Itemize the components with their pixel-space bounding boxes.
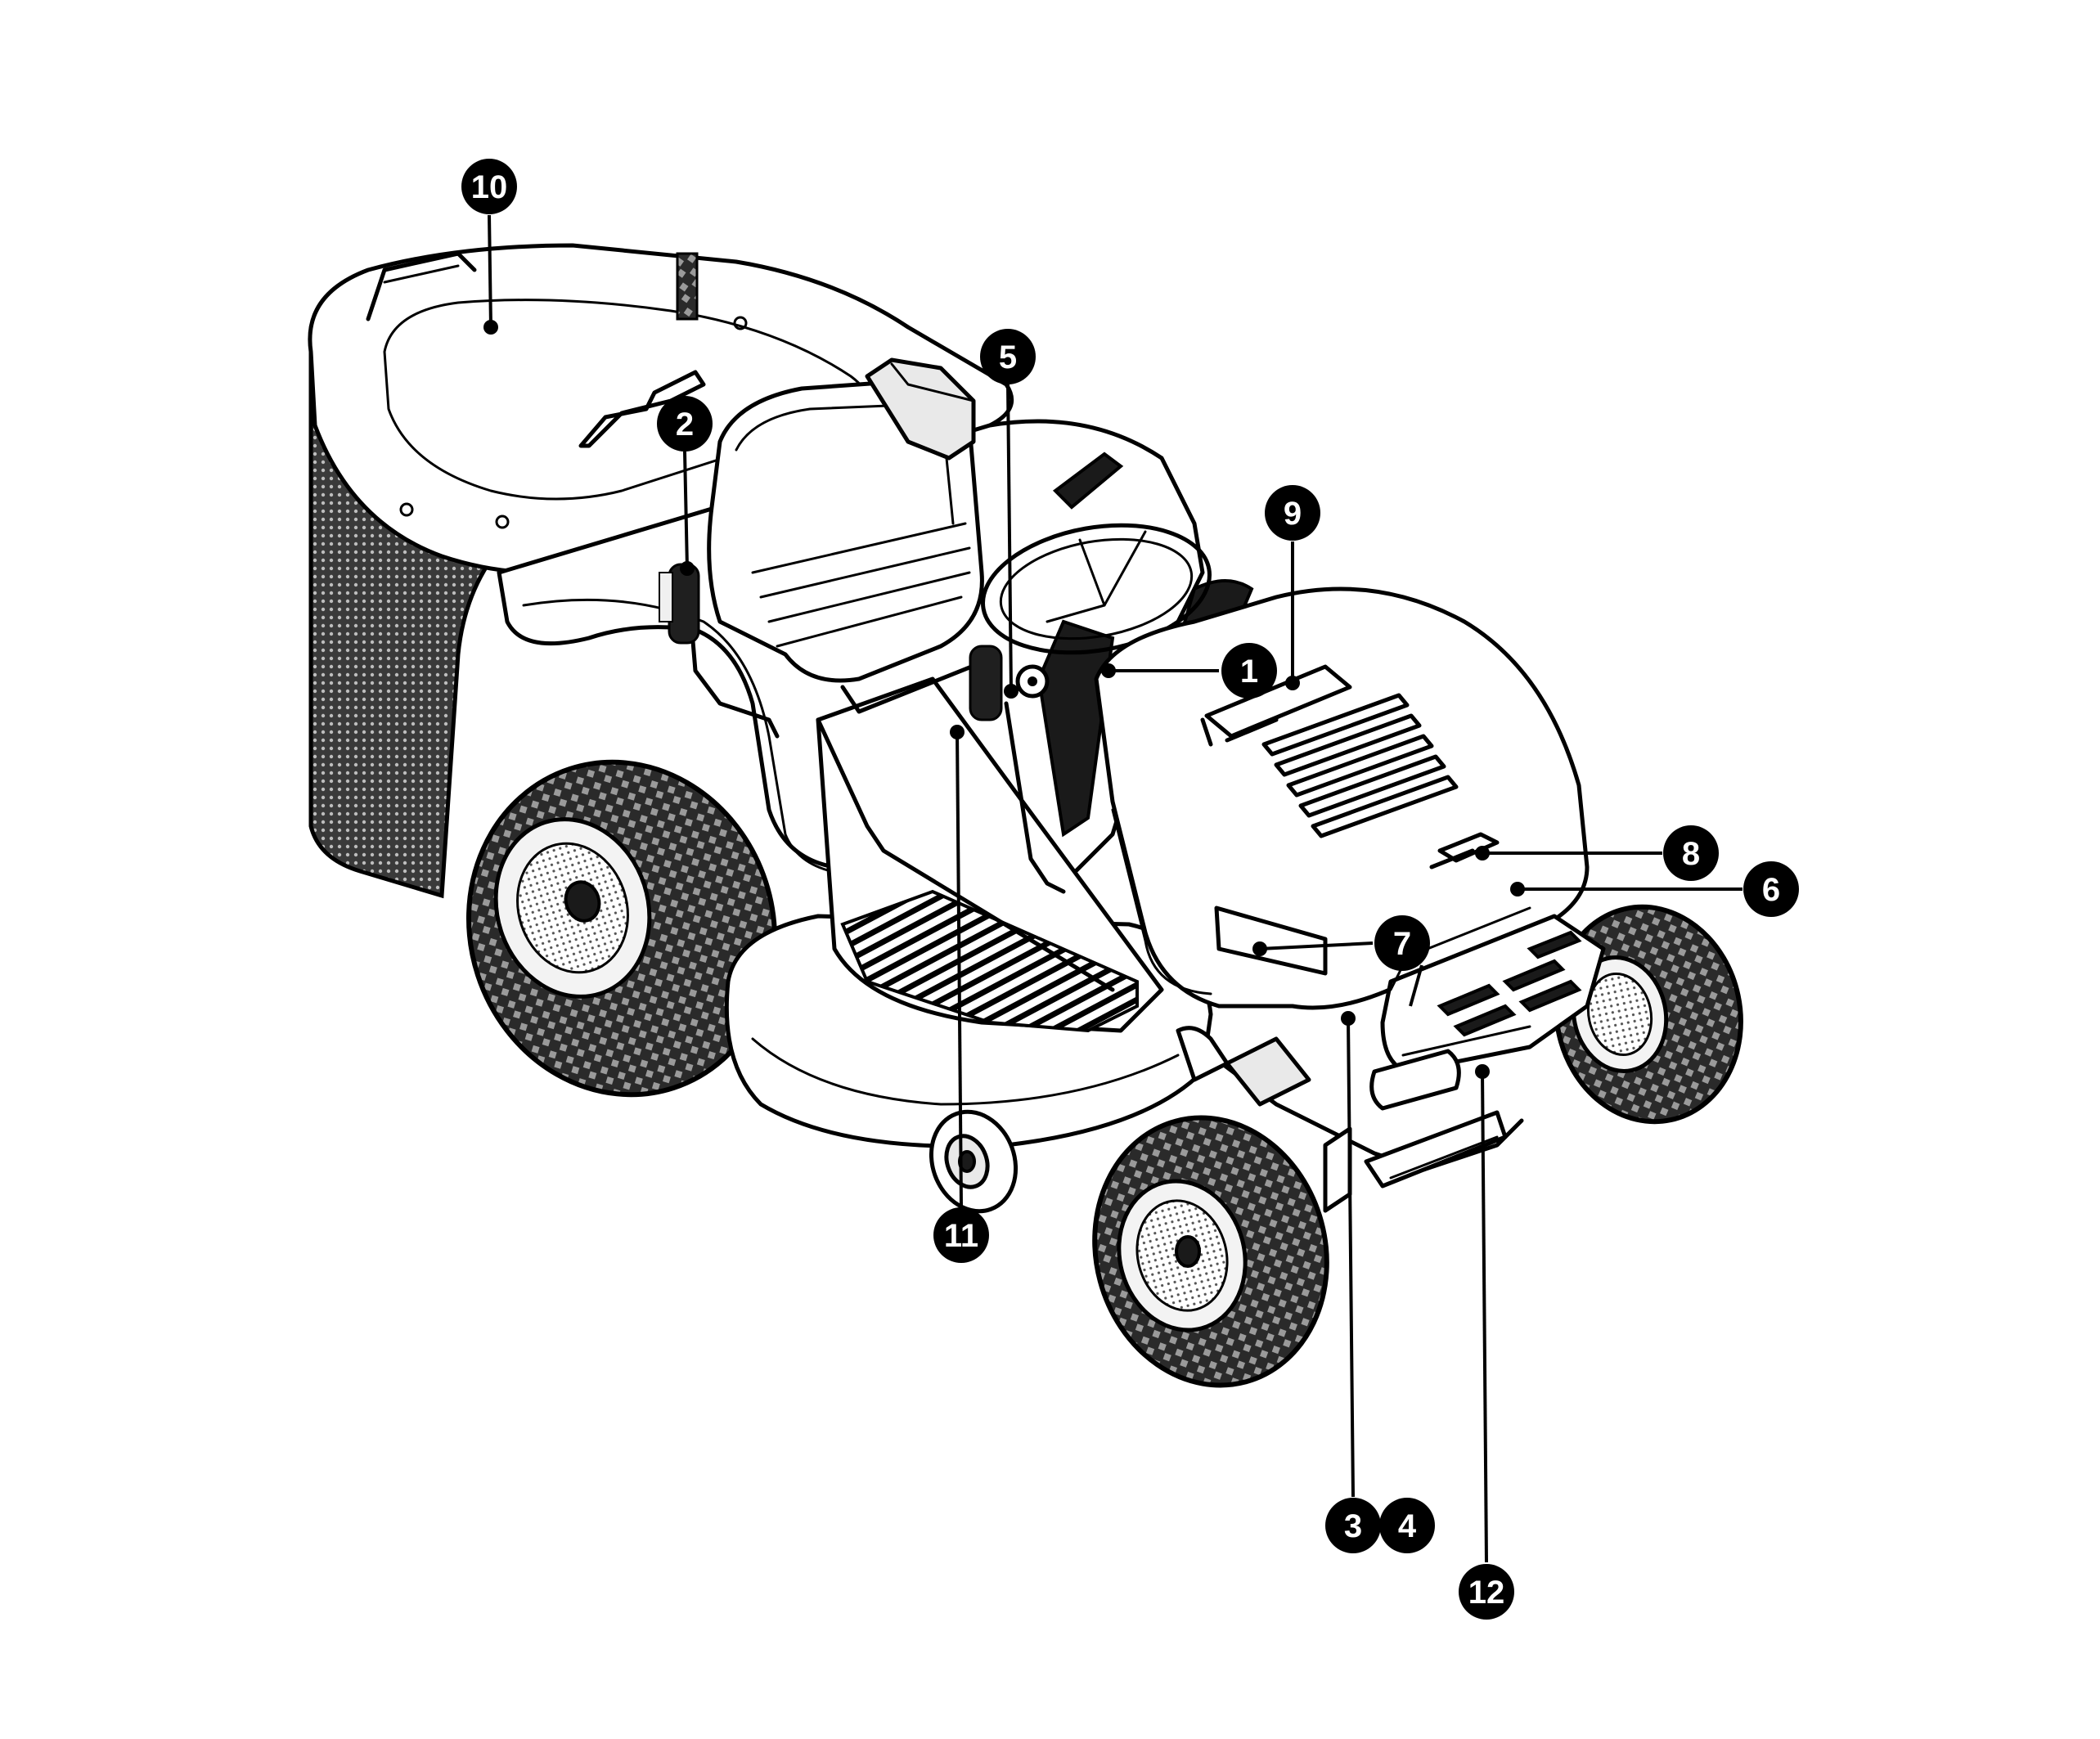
callout-8-label: 8 [1682,836,1700,872]
front-left-wheel [1092,1115,1329,1388]
callout-8-marker [1663,825,1719,881]
callout-2-label: 2 [676,407,694,443]
callout-2-leader [683,451,689,569]
callout-5-label: 5 [999,339,1017,375]
callout-12-anchor-dot [1475,1064,1490,1079]
callout-10: 10 [461,159,517,335]
callout-10-marker [461,159,517,214]
callout-4: 4 [1379,1498,1435,1553]
callout-5: 5 [980,329,1036,699]
callout-9-marker [1265,485,1320,541]
callout-10-anchor-dot [483,320,498,335]
callout-3-leader [1347,1018,1355,1498]
callout-6-anchor-dot [1510,882,1525,896]
callout-3-anchor-dot [1341,1011,1356,1026]
callout-10-label: 10 [471,169,508,205]
callout-1-anchor-dot [1101,663,1116,678]
callout-11-leader [956,731,963,1207]
callout-4-label: 4 [1398,1508,1417,1544]
callout-1: 1 [1101,643,1277,699]
callout-1-label: 1 [1240,654,1258,690]
callout-3: 3 [1325,1011,1381,1553]
callout-5-anchor-dot [1004,684,1019,699]
hood-vents [1261,693,1459,838]
deck-gauge-wheel [929,1109,1019,1214]
callout-7-secondary-leader [1409,964,1423,1007]
callout-5-leader [1006,384,1013,692]
callout-2-anchor-dot [680,561,695,576]
hood-side-decal [1214,905,1328,976]
callout-4-marker [1379,1498,1435,1553]
callout-2-marker [657,396,713,452]
callout-7: 7 [1252,915,1430,971]
callout-5-marker [980,329,1036,384]
footrest-grate [840,889,1139,1033]
catcher-handle [366,251,477,321]
callout-2: 2 [657,396,713,576]
headlight [1369,1049,1461,1111]
callout-9-anchor-dot [1285,676,1300,690]
callout-1-marker [1221,643,1277,699]
front-axle-bumper [1176,1026,1524,1213]
callout-9: 9 [1265,485,1320,690]
callout-11-label: 11 [944,1218,978,1254]
battery-box [865,357,976,461]
callout-11: 11 [933,725,989,1263]
callout-9-label: 9 [1284,496,1302,532]
callout-7-label: 7 [1393,926,1411,962]
catcher-handle-bar [383,264,460,284]
callout-6: 6 [1510,861,1799,917]
lid-rivet [399,502,414,517]
callout-3-label: 3 [1344,1508,1362,1544]
front-grille [1380,914,1606,1074]
catcher-latch [578,370,706,448]
throttle-handle [1052,452,1124,510]
callout-10-leader [488,214,492,328]
callout-11-marker [933,1207,989,1263]
callout-3-marker [1325,1498,1381,1553]
front-right-wheel [1554,904,1743,1125]
callout-6-marker [1743,861,1799,917]
callout-12: 12 [1459,1064,1514,1620]
lid-rivet [733,316,748,330]
catcher-lid-inset [383,299,869,501]
callout-12-marker [1459,1564,1514,1620]
callout-12-label: 12 [1468,1575,1505,1611]
callout-8-anchor-dot [1475,846,1490,861]
callout-7-anchor-dot [1252,941,1267,956]
callout-6-label: 6 [1762,872,1780,908]
callout-7-leader [1259,941,1374,950]
hood [1094,586,1606,1111]
lid-rivet [495,515,510,529]
callout-7-marker [1374,915,1430,971]
callout-11-anchor-dot [950,725,965,739]
rear-wheel [465,759,778,1098]
callout-12-leader [1481,1071,1488,1563]
callout-8: 8 [1475,825,1719,881]
spring-post [676,252,699,321]
gear-lever-grip [969,645,1003,721]
